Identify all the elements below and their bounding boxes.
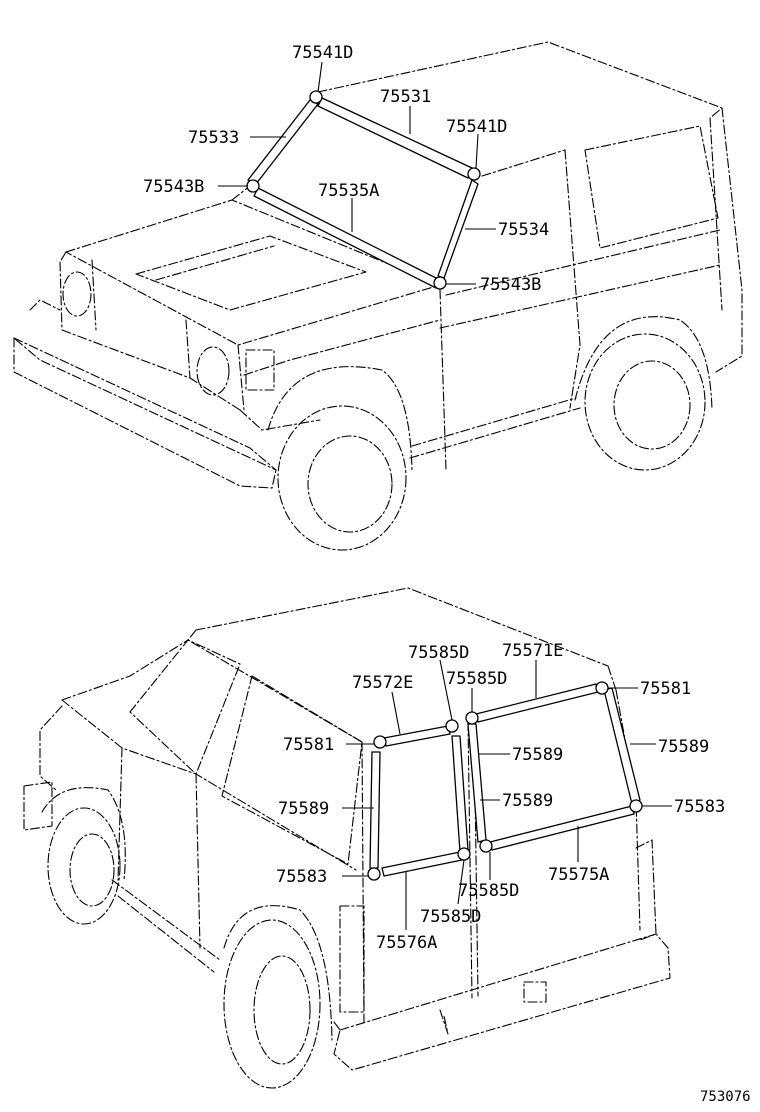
- molding-75533: [247, 99, 319, 185]
- molding-75589-right-outer: [603, 687, 641, 805]
- callout-label: 75583: [276, 867, 327, 887]
- callout-label: 75589: [658, 737, 709, 757]
- callout-label: 75583: [674, 797, 725, 817]
- corner-75541D-left: [309, 90, 323, 104]
- callout-label: 75576A: [376, 933, 437, 953]
- callout-label: 75533: [188, 128, 239, 148]
- callout-label: 75581: [283, 735, 334, 755]
- callout-label: 75589: [278, 799, 329, 819]
- corner-75541D-right: [467, 167, 481, 181]
- callout-label: 75535A: [318, 181, 379, 201]
- callout-label: 75543B: [480, 275, 541, 295]
- callout-label: 75589: [502, 791, 553, 811]
- corner-75585D-lower-left: [457, 847, 471, 861]
- callout-label: 75589: [512, 745, 563, 765]
- molding-75535A: [253, 187, 441, 289]
- callout-label: 75531: [380, 87, 431, 107]
- callout-label: 75541D: [446, 117, 507, 137]
- corner-75583-right: [629, 799, 643, 813]
- rear-glass-moldings: [367, 681, 643, 881]
- front-leader-lines: [218, 61, 496, 285]
- molding-75589-right-inner: [467, 723, 487, 843]
- molding-75589-left-outer: [369, 751, 381, 869]
- corner-75543B-left: [246, 179, 260, 193]
- corner-75585D-upper-right: [465, 711, 479, 725]
- corner-75581-right: [595, 681, 609, 695]
- molding-75571E: [475, 683, 599, 723]
- callout-label: 75541D: [292, 43, 353, 63]
- corner-75585D-upper-left: [445, 719, 459, 733]
- callout-label: 75585D: [408, 643, 469, 663]
- rear-vehicle-outline: [23, 587, 671, 1089]
- molding-75576A: [381, 851, 463, 877]
- rear-callouts: 75585D 75571E 75572E 75585D 75581 75581 …: [276, 641, 725, 953]
- callout-label: 75575A: [548, 865, 609, 885]
- callout-label: 75585D: [446, 669, 507, 689]
- corner-75585D-lower-right: [479, 839, 493, 853]
- molding-75572E: [383, 725, 451, 747]
- front-vehicle-outline: [13, 41, 743, 551]
- front-windshield-moldings: [246, 90, 481, 290]
- callout-label: 75585D: [458, 881, 519, 901]
- callout-label: 75543B: [143, 177, 204, 197]
- callout-label: 75572E: [352, 673, 413, 693]
- corner-75581-left: [373, 735, 387, 749]
- callout-label: 75534: [498, 220, 549, 240]
- callout-label: 75585D: [420, 907, 481, 927]
- figure-number: 753076: [700, 1089, 751, 1105]
- corner-75543B-right: [433, 276, 447, 290]
- corner-75583-left: [367, 867, 381, 881]
- rear-leader-lines: [342, 659, 672, 930]
- molding-75589-left-inner: [451, 735, 469, 853]
- front-callouts: 75541D 75531 75533 75541D 75543B 75535A …: [143, 43, 549, 295]
- callout-label: 75571E: [502, 641, 563, 661]
- molding-75575A: [489, 805, 635, 851]
- molding-75531: [317, 97, 473, 179]
- callout-label: 75581: [640, 679, 691, 699]
